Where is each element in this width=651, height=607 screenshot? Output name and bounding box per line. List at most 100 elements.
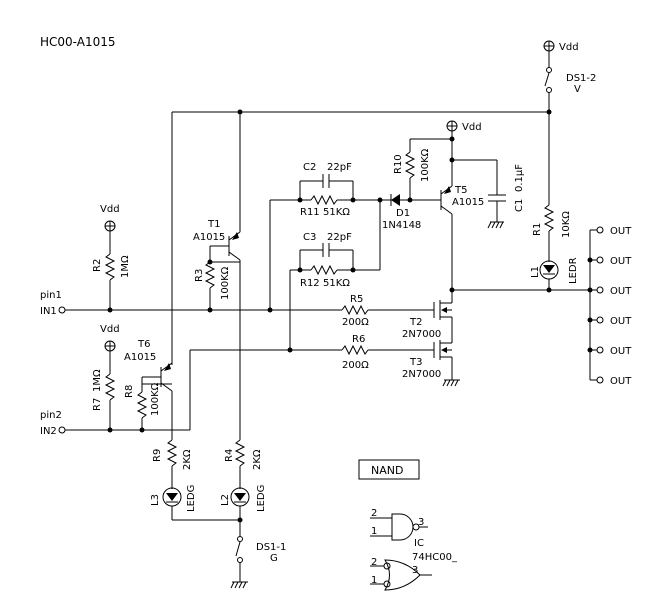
svg-text:3: 3 — [412, 565, 418, 576]
svg-text:2N7000: 2N7000 — [402, 329, 441, 340]
svg-text:LEDG: LEDG — [186, 485, 197, 512]
svg-text:IC: IC — [414, 538, 424, 549]
svg-text:2: 2 — [371, 557, 377, 568]
resistor-r5: R5 200Ω — [341, 294, 369, 328]
svg-text:C1: C1 — [514, 199, 525, 212]
resistor-r4: R4 2KΩ — [224, 439, 263, 470]
transistor-t1: T1 A1015 — [193, 219, 241, 261]
svg-text:A1015: A1015 — [193, 232, 225, 243]
svg-text:3: 3 — [418, 517, 424, 528]
vdd-symbol-r7: Vdd — [100, 324, 120, 352]
transistor-t5: T5 A1015 — [410, 185, 484, 215]
resistor-r11: R11 51KΩ — [300, 194, 353, 218]
svg-text:C2: C2 — [303, 162, 316, 173]
output-terminals: OUT OUT OUT OUT OUT OUT — [587, 226, 632, 387]
svg-text:Vdd: Vdd — [100, 204, 120, 215]
resistor-r1: R1 10KΩ — [532, 204, 572, 238]
ds1-2-sub: V — [574, 84, 581, 95]
svg-text:1: 1 — [371, 526, 377, 537]
svg-text:2N7000: 2N7000 — [402, 369, 441, 380]
svg-text:Vdd: Vdd — [462, 122, 482, 133]
out-label-6: OUT — [610, 376, 632, 387]
svg-text:D1: D1 — [396, 208, 410, 219]
resistor-r8: R8 100KΩ — [124, 382, 161, 419]
svg-text:1N4148: 1N4148 — [382, 220, 421, 231]
led-l2: L2 LEDG — [220, 485, 267, 512]
out-label-2: OUT — [610, 256, 632, 267]
pin1-label: pin1 — [40, 290, 62, 301]
svg-text:L3: L3 — [150, 494, 161, 506]
capacitor-c2: C2 22pF — [299, 162, 354, 200]
svg-text:1: 1 — [371, 575, 377, 586]
svg-text:R5: R5 — [350, 294, 363, 305]
svg-text:T1: T1 — [207, 219, 220, 230]
switch-ds1-1[interactable]: DS1-1 G — [235, 536, 286, 565]
capacitor-c3: C3 22pF — [299, 232, 354, 270]
svg-text:T5: T5 — [454, 185, 467, 196]
svg-text:T3: T3 — [409, 357, 422, 368]
svg-text:A1015: A1015 — [452, 197, 484, 208]
ds1-2-label: DS1-2 — [566, 73, 596, 84]
in1-terminal[interactable] — [58, 306, 66, 314]
out-label-4: OUT — [610, 316, 632, 327]
nand-gate-demorgan: 2 1 3 — [370, 557, 432, 591]
svg-text:51KΩ: 51KΩ — [323, 278, 350, 289]
nand-label-box: NAND — [358, 459, 420, 480]
svg-text:LEDR: LEDR — [568, 257, 579, 284]
svg-text:T6: T6 — [137, 339, 150, 350]
svg-text:2: 2 — [371, 508, 377, 519]
nand-gate-ansi: 2 1 3 IC 74HC00_ — [370, 508, 458, 563]
capacitor-c1: C1 0.1μF — [488, 164, 525, 212]
svg-text:Vdd: Vdd — [559, 42, 579, 53]
svg-text:R6: R6 — [352, 334, 365, 345]
svg-text:1MΩ: 1MΩ — [92, 369, 103, 392]
svg-text:R10: R10 — [393, 154, 404, 174]
svg-text:2KΩ: 2KΩ — [252, 449, 263, 470]
out-label-3: OUT — [610, 286, 632, 297]
pin2-label: pin2 — [40, 410, 62, 421]
svg-text:L2: L2 — [220, 494, 231, 506]
led-l3: L3 LEDG — [150, 485, 197, 512]
resistor-r7: R7 1MΩ — [92, 369, 116, 411]
ds1-1-label: DS1-1 — [256, 542, 286, 553]
resistor-r9: R9 2KΩ — [152, 439, 193, 470]
svg-text:10KΩ: 10KΩ — [561, 211, 572, 238]
svg-text:51KΩ: 51KΩ — [323, 207, 350, 218]
out-label-5: OUT — [610, 346, 632, 357]
svg-text:R2: R2 — [92, 259, 103, 272]
mosfet-t3: T3 2N7000 — [402, 336, 453, 380]
svg-text:C3: C3 — [303, 232, 316, 243]
resistor-r6: R6 200Ω — [341, 334, 369, 371]
ground-ds1-1 — [230, 581, 248, 589]
svg-text:200Ω: 200Ω — [342, 360, 369, 371]
svg-text:100KΩ: 100KΩ — [220, 266, 231, 300]
svg-text:A1015: A1015 — [124, 352, 156, 363]
in2-terminal[interactable] — [58, 426, 66, 434]
svg-text:22pF: 22pF — [327, 232, 352, 243]
svg-text:L1: L1 — [530, 266, 541, 278]
svg-text:2KΩ: 2KΩ — [182, 449, 193, 470]
ground-t3 — [442, 379, 460, 387]
svg-text:R8: R8 — [124, 385, 135, 398]
led-l1: L1 LEDR — [530, 257, 579, 284]
resistor-r3: R3 100KΩ — [194, 261, 231, 300]
resistor-r10: R10 100KΩ — [393, 148, 431, 182]
svg-text:R4: R4 — [224, 449, 235, 462]
ground-c1 — [487, 221, 504, 229]
svg-text:0.1μF: 0.1μF — [514, 164, 525, 192]
svg-text:T2: T2 — [409, 317, 422, 328]
in2-label: IN2 — [40, 426, 57, 437]
resistor-r12: R12 51KΩ — [300, 264, 353, 289]
transistor-t6: T6 A1015 — [124, 339, 173, 392]
svg-text:100KΩ: 100KΩ — [420, 148, 431, 182]
out-label-1: OUT — [610, 226, 632, 237]
svg-text:R11: R11 — [300, 207, 320, 218]
vdd-symbol-r2: Vdd — [100, 204, 120, 232]
in1-label: IN1 — [40, 306, 57, 317]
ds1-1-sub: G — [270, 553, 278, 564]
svg-text:R7: R7 — [92, 398, 103, 411]
mosfet-t2: T2 2N7000 — [402, 290, 453, 340]
svg-text:R12: R12 — [300, 278, 320, 289]
switch-ds1-2[interactable]: DS1-2 V — [544, 67, 596, 96]
